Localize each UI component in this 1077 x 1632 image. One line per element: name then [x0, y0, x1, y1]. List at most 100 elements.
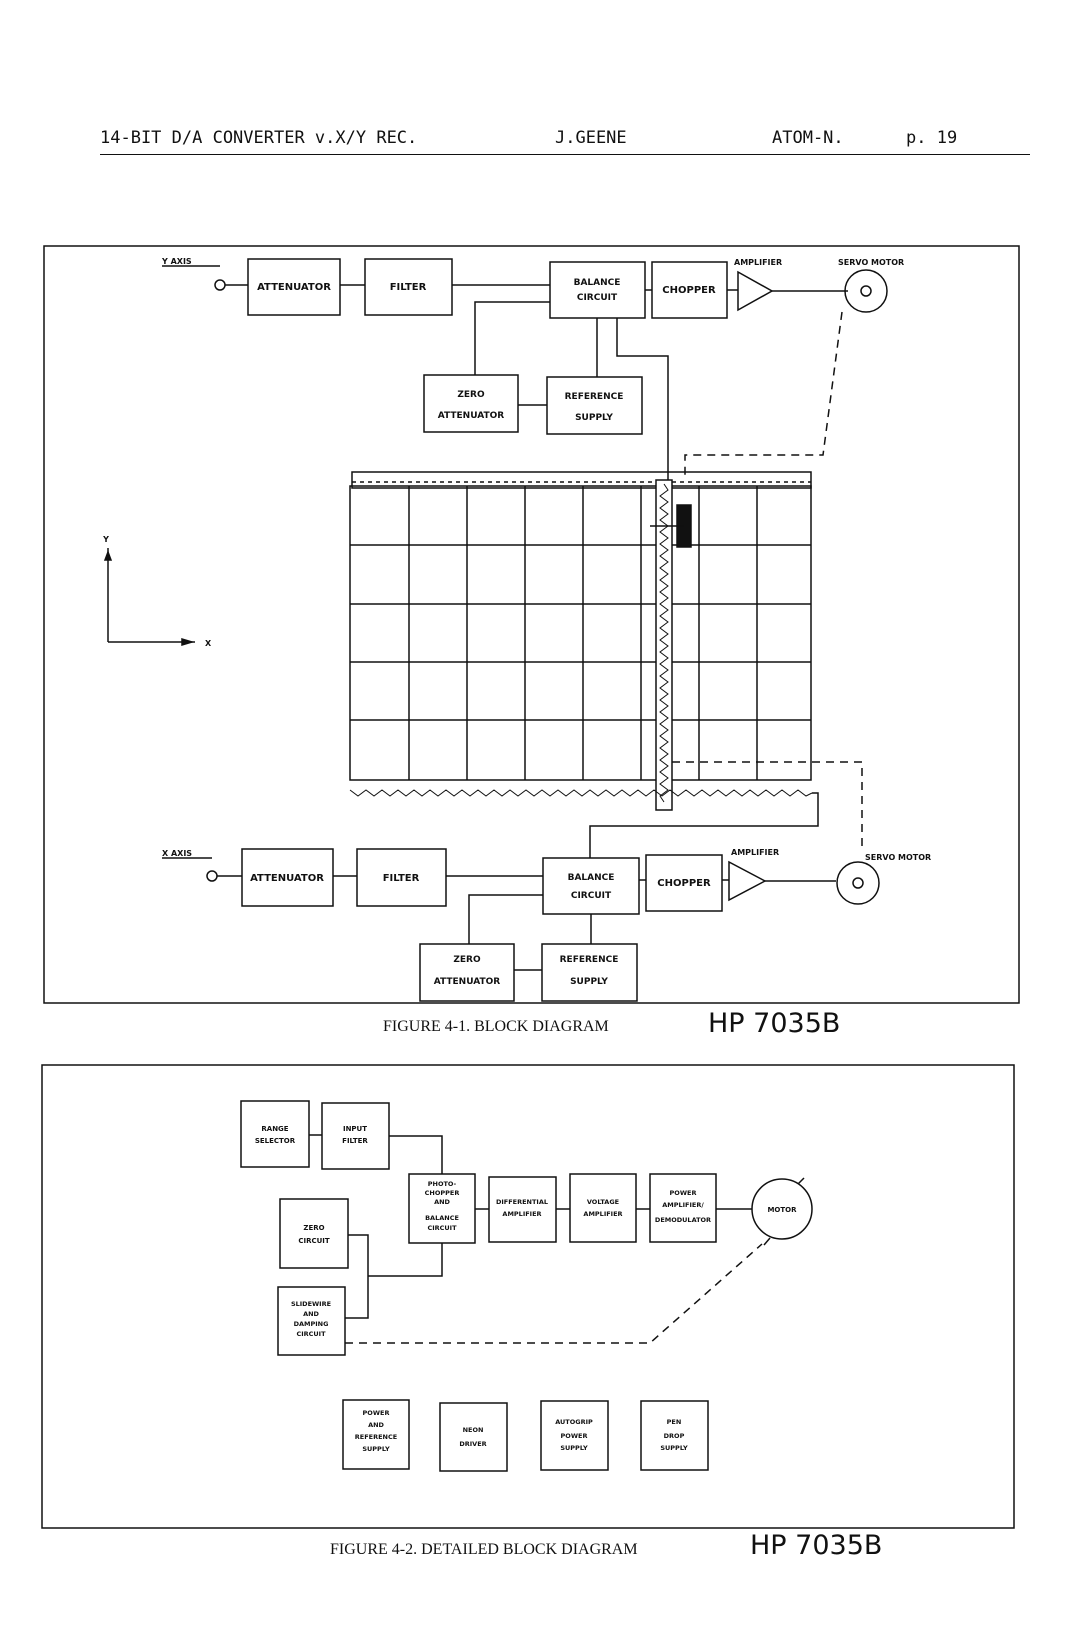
- power-ref-label-4: SUPPLY: [362, 1445, 390, 1453]
- power-ref-label-2: AND: [368, 1421, 384, 1429]
- y-zero-label-1: ZERO: [457, 390, 485, 400]
- diff-label-1: DIFFERENTIAL: [496, 1198, 548, 1206]
- autogrip-label-3: SUPPLY: [560, 1444, 588, 1452]
- power-ref-label-1: POWER: [363, 1409, 390, 1417]
- plot-grid: [349, 471, 812, 781]
- x-slidewire: [349, 789, 813, 797]
- power-amp-label-3: DEMODULATOR: [655, 1216, 711, 1224]
- y-servo-motor: [844, 269, 888, 313]
- figure1-caption: FIGURE 4-1. BLOCK DIAGRAM: [383, 1018, 609, 1035]
- power-amplifier-block: [649, 1173, 717, 1243]
- x-attenuator-block: [241, 848, 334, 907]
- photo-label-5: CIRCUIT: [427, 1224, 457, 1232]
- diff-label-2: AMPLIFIER: [502, 1210, 541, 1218]
- y-servo-shaft: [860, 285, 872, 297]
- y-reference-label-1: REFERENCE: [565, 392, 624, 402]
- figure1-handwritten-note: HP 7035B: [708, 1008, 841, 1039]
- photo-label-2: CHOPPER: [425, 1189, 460, 1197]
- y-balance-label-2: CIRCUIT: [577, 293, 618, 303]
- power-amp-label-1: POWER: [670, 1189, 697, 1197]
- zero-circuit-block: [279, 1198, 349, 1269]
- header-author: J.GEENE: [555, 128, 627, 148]
- y-reference-label-2: SUPPLY: [575, 413, 613, 423]
- x-zero-attenuator-block: [419, 943, 515, 1002]
- slidewire-label-1: SLIDEWIRE: [291, 1300, 331, 1308]
- x-servo-shaft: [852, 877, 864, 889]
- header-org: ATOM-N.: [772, 128, 844, 148]
- photo-label-3: AND: [434, 1198, 450, 1206]
- x-zero-label-2: ATTENUATOR: [434, 977, 501, 987]
- volt-label-1: VOLTAGE: [587, 1198, 619, 1206]
- y-filter-label: FILTER: [390, 282, 427, 293]
- zero-circuit-label-2: CIRCUIT: [298, 1237, 330, 1245]
- y-chopper-label: CHOPPER: [662, 285, 716, 296]
- x-chopper-label: CHOPPER: [657, 878, 711, 889]
- motor-slidewire-linkage: [345, 1243, 763, 1344]
- slidewire-label-2: AND: [303, 1310, 319, 1318]
- x-amplifier-label: AMPLIFIER: [731, 848, 779, 857]
- range-label-1: RANGE: [261, 1125, 288, 1133]
- x-reference-label-2: SUPPLY: [570, 977, 608, 987]
- y-servo-label: SERVO MOTOR: [838, 258, 904, 267]
- motor-label: MOTOR: [767, 1206, 797, 1214]
- axis-y-label: Y: [102, 535, 109, 544]
- x-reference-block: [541, 943, 638, 1002]
- power-amp-label-2: AMPLIFIER/: [662, 1201, 704, 1209]
- x-servo-linkage: [672, 761, 863, 852]
- page-header: 14-BIT D/A CONVERTER v.X/Y REC. J.GEENE …: [100, 128, 1030, 155]
- axis-x-label: X: [205, 639, 212, 648]
- x-attenuator-label: ATTENUATOR: [250, 873, 324, 884]
- slidewire-label-3: DAMPING: [294, 1320, 329, 1328]
- pen-drop-supply-block: [640, 1400, 709, 1471]
- x-servo-label: SERVO MOTOR: [865, 853, 931, 862]
- y-axis-label: Y AXIS: [161, 257, 192, 266]
- x-reference-label-1: REFERENCE: [560, 955, 619, 965]
- zero-circuit-label-1: ZERO: [303, 1224, 324, 1232]
- range-selector-block: [240, 1100, 310, 1168]
- voltage-amplifier-block: [569, 1173, 637, 1243]
- neon-driver-block: [439, 1402, 508, 1472]
- figure2-handwritten-note: HP 7035B: [750, 1530, 883, 1561]
- x-input-terminal: [206, 870, 218, 882]
- range-label-2: SELECTOR: [255, 1137, 296, 1145]
- y-zero-label-2: ATTENUATOR: [438, 411, 505, 421]
- header-page: p. 19: [906, 128, 958, 148]
- y-filter-block: [364, 258, 453, 316]
- y-attenuator-label: ATTENUATOR: [257, 282, 331, 293]
- x-balance-label-1: BALANCE: [568, 873, 615, 883]
- slidewire-label-4: CIRCUIT: [296, 1330, 326, 1338]
- autogrip-label-2: POWER: [561, 1432, 588, 1440]
- volt-label-2: AMPLIFIER: [583, 1210, 622, 1218]
- photo-label-4: BALANCE: [425, 1214, 459, 1222]
- slidewire-block: [277, 1286, 346, 1356]
- x-balance-block: [542, 857, 640, 915]
- x-filter-label: FILTER: [383, 873, 420, 884]
- figure1-frame: [43, 245, 1020, 1004]
- input-label-2: FILTER: [342, 1137, 368, 1145]
- y-balance-label-1: BALANCE: [574, 278, 621, 288]
- neon-label-1: NEON: [463, 1426, 484, 1434]
- autogrip-label-1: AUTOGRIP: [555, 1418, 593, 1426]
- y-servo-linkage: [684, 311, 843, 477]
- y-attenuator-block: [247, 258, 341, 316]
- header-title: 14-BIT D/A CONVERTER v.X/Y REC.: [100, 128, 418, 148]
- power-reference-supply-block: [342, 1399, 410, 1470]
- pen-label-2: DROP: [664, 1432, 685, 1440]
- y-reference-block: [546, 376, 643, 435]
- y-amplifier-label: AMPLIFIER: [734, 258, 782, 267]
- autogrip-power-supply-block: [540, 1400, 609, 1471]
- figure2-frame: [41, 1064, 1015, 1529]
- y-balance-block: [549, 261, 646, 319]
- y-amplifier-symbol: [737, 270, 774, 312]
- input-label-1: INPUT: [343, 1125, 367, 1133]
- figure2-caption: FIGURE 4-2. DETAILED BLOCK DIAGRAM: [330, 1541, 638, 1558]
- x-chopper-block: [645, 854, 723, 912]
- y-zero-attenuator-block: [423, 374, 519, 433]
- input-filter-block: [321, 1102, 390, 1170]
- x-servo-motor: [836, 861, 880, 905]
- x-balance-label-2: CIRCUIT: [571, 891, 612, 901]
- x-amplifier-symbol: [728, 860, 767, 902]
- power-ref-label-3: REFERENCE: [355, 1433, 397, 1441]
- pen-label-1: PEN: [667, 1418, 682, 1426]
